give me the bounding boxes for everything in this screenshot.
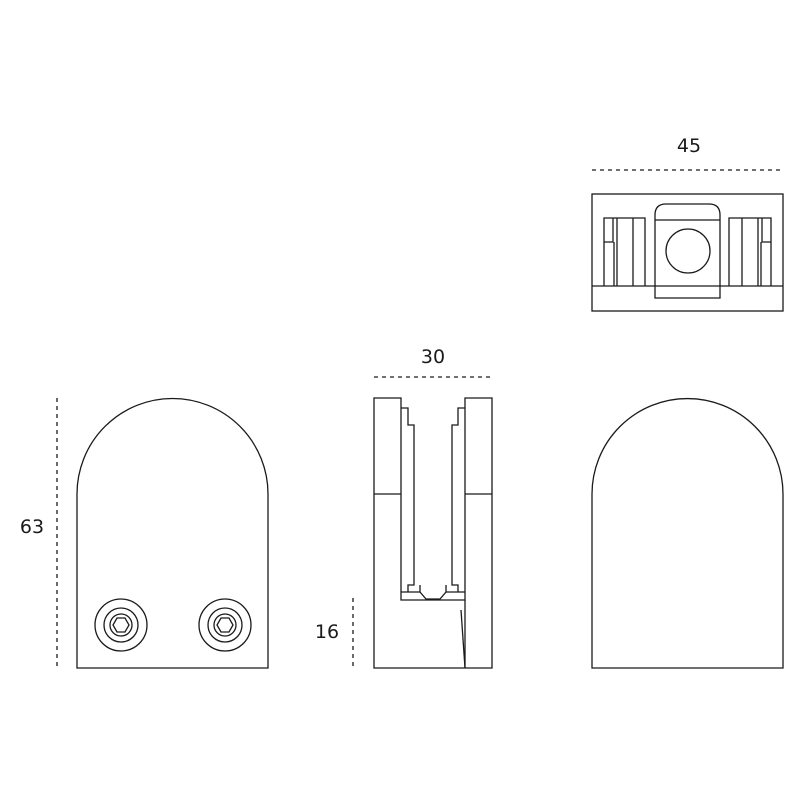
side-view-right-gasket [451, 407, 465, 592]
dimension-label-63: 63 [20, 516, 44, 538]
side-view-outline [373, 397, 493, 669]
rear-view [591, 397, 784, 669]
top-view-outline [591, 193, 784, 312]
top-view: 45 [591, 135, 784, 312]
front-view-outline [76, 397, 269, 669]
screw-left [94, 598, 148, 652]
dimension-label-30: 30 [421, 346, 445, 368]
screw-right [198, 598, 252, 652]
side-view-left-gasket [401, 407, 415, 592]
top-view-right-jaw [728, 217, 772, 286]
top-view-left-jaw [603, 217, 646, 286]
hex-socket-icon [112, 617, 130, 633]
dimension-label-16: 16 [315, 621, 339, 643]
side-view: 30 16 [315, 346, 493, 669]
rear-view-outline [591, 397, 784, 669]
top-view-screw-hole [665, 228, 711, 274]
front-view: 63 [20, 397, 269, 669]
dimension-label-45: 45 [677, 135, 701, 157]
top-view-screw-block [654, 203, 721, 299]
hex-socket-icon [216, 617, 234, 633]
